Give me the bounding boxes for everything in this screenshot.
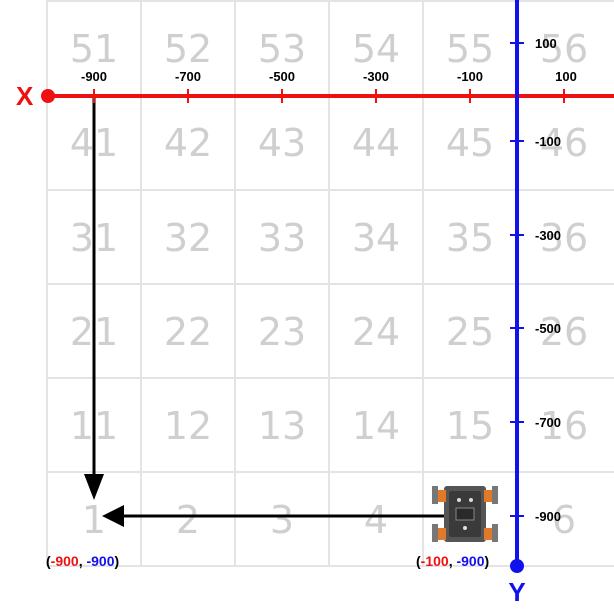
cell-number: 26 (540, 310, 588, 354)
cell-number: 44 (352, 121, 400, 165)
cell-number: 36 (540, 216, 588, 260)
cell-number: 3 (270, 498, 294, 542)
cell-number: 34 (352, 216, 400, 260)
start-point-coordinate: (-100, -900) (416, 553, 489, 569)
x-tick-label: -700 (175, 69, 201, 84)
cell-number: 13 (258, 404, 306, 448)
cell-number: 35 (446, 216, 494, 260)
x-axis-origin-dot (41, 89, 55, 103)
y-axis-label: Y (508, 577, 525, 607)
y-tick-label: -500 (535, 321, 561, 336)
grid-lines (46, 0, 614, 567)
cell-number: 46 (540, 121, 588, 165)
cell-number: 16 (540, 404, 588, 448)
cell-number: 54 (352, 27, 400, 71)
robot-icon (432, 486, 498, 542)
cell-number: 4 (364, 498, 388, 542)
y-axis-origin-dot (510, 559, 524, 573)
arrow-down-head (84, 474, 104, 500)
cell-number: 25 (446, 310, 494, 354)
cell-number: 23 (258, 310, 306, 354)
cell-number: 42 (164, 121, 212, 165)
cell-number: 2 (176, 498, 200, 542)
cell-number: 53 (258, 27, 306, 71)
x-tick-label: -300 (363, 69, 389, 84)
x-tick-label: -900 (81, 69, 107, 84)
cell-number: 15 (446, 404, 494, 448)
cell-number: 12 (164, 404, 212, 448)
cell-number: 45 (446, 121, 494, 165)
end-point-coordinate: (-900, -900) (46, 553, 119, 569)
x-axis: X -900 -700 -500 -300 -100 100 (16, 69, 614, 111)
cell-number: 51 (70, 27, 118, 71)
x-tick-label: 100 (555, 69, 577, 84)
cell-number: 52 (164, 27, 212, 71)
cell-number: 1 (82, 498, 106, 542)
arrow-left-head (102, 505, 124, 527)
cell-number: 43 (258, 121, 306, 165)
x-axis-label: X (16, 81, 34, 111)
y-tick-label: 100 (535, 36, 557, 51)
cell-number: 6 (552, 498, 576, 542)
cell-number: 24 (352, 310, 400, 354)
cell-number: 22 (164, 310, 212, 354)
y-tick-label: -300 (535, 228, 561, 243)
path-arrows (92, 96, 444, 518)
x-tick-label: -100 (457, 69, 483, 84)
cell-number: 33 (258, 216, 306, 260)
y-tick-label: -100 (535, 134, 561, 149)
cell-numbers: 51 52 53 54 55 56 41 42 43 44 45 46 31 3… (70, 27, 588, 542)
cell-number: 32 (164, 216, 212, 260)
y-tick-label: -700 (535, 415, 561, 430)
y-axis: Y 100 -100 -300 -500 -700 -900 (508, 0, 561, 607)
y-tick-label: -900 (535, 509, 561, 524)
x-tick-label: -500 (269, 69, 295, 84)
cell-number: 56 (540, 27, 588, 71)
cell-number: 55 (446, 27, 494, 71)
cell-number: 14 (352, 404, 400, 448)
